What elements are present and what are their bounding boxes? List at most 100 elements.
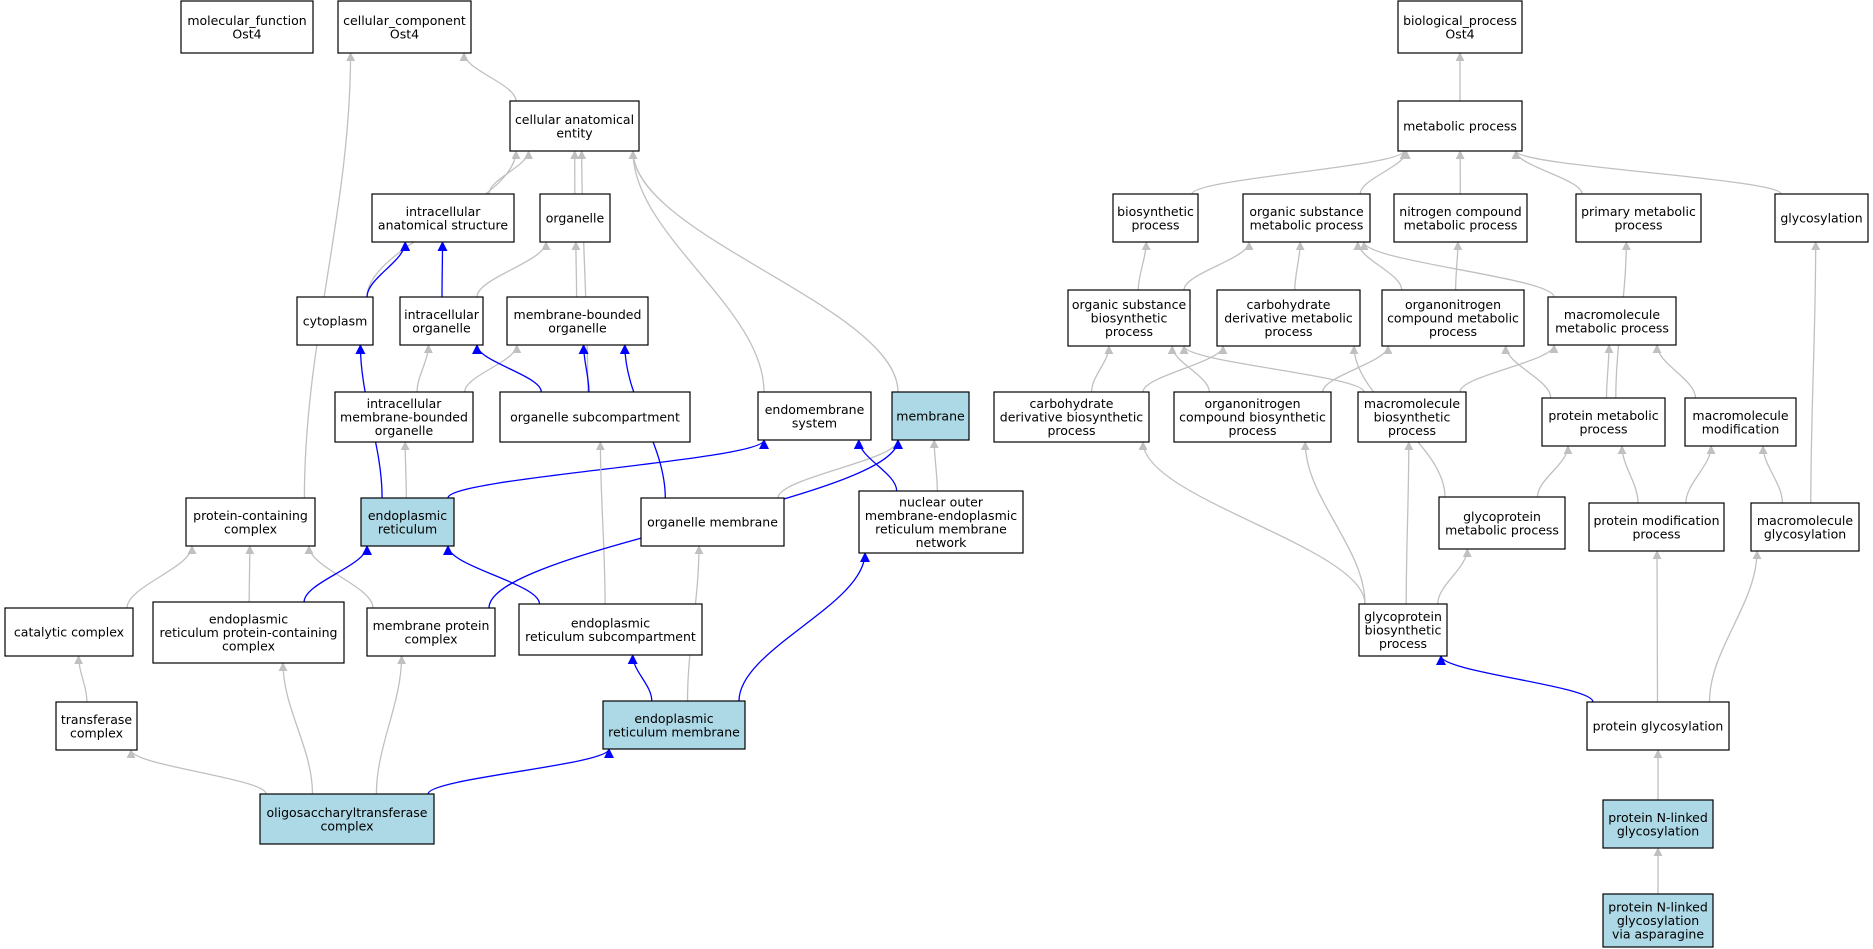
go-term-label: complex (224, 521, 277, 536)
go-term-label: endoplasmic (209, 612, 288, 627)
go-term-box (4, 607, 134, 657)
go-term-box (259, 793, 435, 845)
part-of-edge (738, 552, 870, 702)
is-a-edge (488, 150, 533, 195)
go-term-label: protein modification (1594, 513, 1720, 528)
part-of-edge (472, 344, 542, 393)
go-term-box (640, 497, 785, 547)
go-term-label: biosynthetic (1091, 311, 1168, 326)
go-term-label: organelle subcompartment (510, 410, 680, 425)
go-term-label: reticulum membrane (875, 521, 1007, 536)
go-term-box (1067, 289, 1191, 347)
go-term-label: protein N-linked (1608, 810, 1708, 825)
go-term-label: protein N-linked (1608, 900, 1708, 915)
part-of-edge (443, 545, 541, 605)
go-term-mp: metabolic process (1397, 100, 1523, 152)
is-a-edge (595, 441, 606, 605)
go-term-label: process (1632, 526, 1680, 541)
go-term-box (891, 391, 970, 441)
go-term-osc: organelle subcompartment (499, 391, 691, 443)
go-term-label: metabolic process (1555, 320, 1669, 335)
part-of-edge (437, 241, 448, 298)
go-term-label: organic substance (1072, 297, 1187, 312)
go-term-label: organelle (548, 320, 607, 335)
go-term-label: molecular_function (187, 13, 306, 28)
part-of-edge (427, 748, 614, 795)
go-term-box (1112, 193, 1199, 243)
go-term-box (152, 601, 345, 664)
go-term-label: intracellular (404, 307, 480, 322)
go-term-box (1242, 193, 1371, 243)
is-a-edge (126, 749, 267, 795)
go-term-label: macromolecule (1692, 408, 1788, 423)
go-term-label: glycosylation (1617, 913, 1699, 928)
is-a-edge (1810, 241, 1821, 504)
go-term-label: biosynthetic (1117, 204, 1194, 219)
is-a-edge (1708, 550, 1762, 703)
is-a-edge (777, 439, 903, 499)
go-term-label: macromolecule (1757, 513, 1853, 528)
go-term-label: via asparagine (1612, 927, 1704, 942)
part-of-edge (366, 241, 411, 298)
go-term-box (1397, 0, 1523, 54)
go-term-label: process (1614, 217, 1662, 232)
go-term-label: endoplasmic (634, 711, 713, 726)
go-term-label: carbohydrate (1247, 297, 1331, 312)
go-term-label: primary metabolic (1581, 204, 1696, 219)
go-term-label: organonitrogen (1405, 297, 1501, 312)
is-a-edge (1090, 345, 1114, 393)
is-a-edge (464, 344, 522, 393)
go-term-box (360, 497, 455, 547)
is-a-edge (929, 439, 939, 492)
is-a-edge (1322, 345, 1393, 393)
go-term-label: biosynthetic (1365, 623, 1442, 638)
go-term-label: derivative metabolic (1224, 311, 1353, 326)
is-a-edge (245, 545, 255, 603)
go-term-box (337, 0, 472, 54)
go-term-box (1397, 100, 1523, 152)
go-term-box (1602, 893, 1714, 948)
go-term-label: entity (556, 125, 593, 140)
is-a-edge (1604, 344, 1614, 399)
go-term-label: organelle (546, 211, 605, 226)
go-term-label: cytoplasm (303, 314, 368, 329)
is-a-edge (1138, 441, 1366, 605)
is-a-edge (628, 150, 899, 393)
go-term-box (371, 193, 515, 243)
go-term-label: protein glycosylation (1593, 719, 1724, 734)
is-a-edge (400, 441, 410, 499)
is-a-edge (571, 241, 581, 298)
go-term-label: complex (70, 725, 123, 740)
go-term-box (1750, 502, 1860, 552)
go-term-box (366, 607, 496, 657)
go-term-label: macromolecule (1364, 396, 1460, 411)
is-a-edge (1359, 150, 1411, 195)
go-term-label: endoplasmic (368, 508, 447, 523)
is-a-edge (1511, 150, 1782, 195)
go-term-box (1575, 193, 1702, 243)
part-of-edge (303, 545, 372, 603)
go-term-box (55, 701, 138, 751)
go-term-box (858, 490, 1024, 554)
go-term-label: process (1105, 324, 1153, 339)
go-term-label: nuclear outer (899, 494, 984, 509)
go-term-box (509, 100, 640, 152)
